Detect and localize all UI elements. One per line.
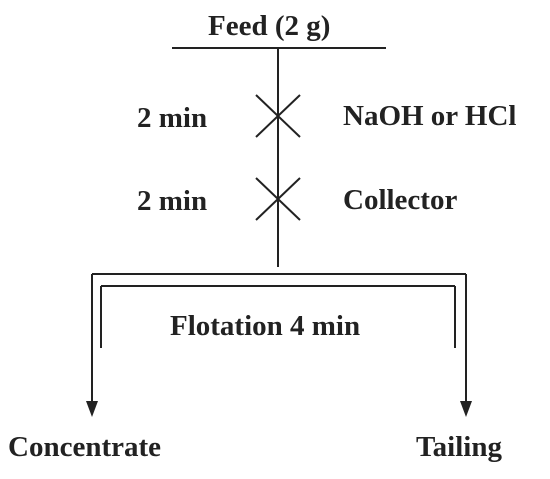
tailing-label: Tailing <box>416 431 502 463</box>
concentrate-label: Concentrate <box>8 431 162 463</box>
tailing-arrow-icon <box>460 401 472 417</box>
feed-label: Feed (2 g) <box>208 10 331 42</box>
concentrate-arrow-icon <box>86 401 98 417</box>
step-1-reagent: NaOH or HCl <box>343 100 517 132</box>
step-1-time: 2 min <box>137 102 208 134</box>
conditioning-mark-2 <box>255 177 301 221</box>
step-2-reagent: Collector <box>343 184 458 216</box>
step-2-time: 2 min <box>137 185 208 217</box>
flotation-label: Flotation 4 min <box>170 310 361 342</box>
conditioning-mark-1 <box>255 94 301 138</box>
